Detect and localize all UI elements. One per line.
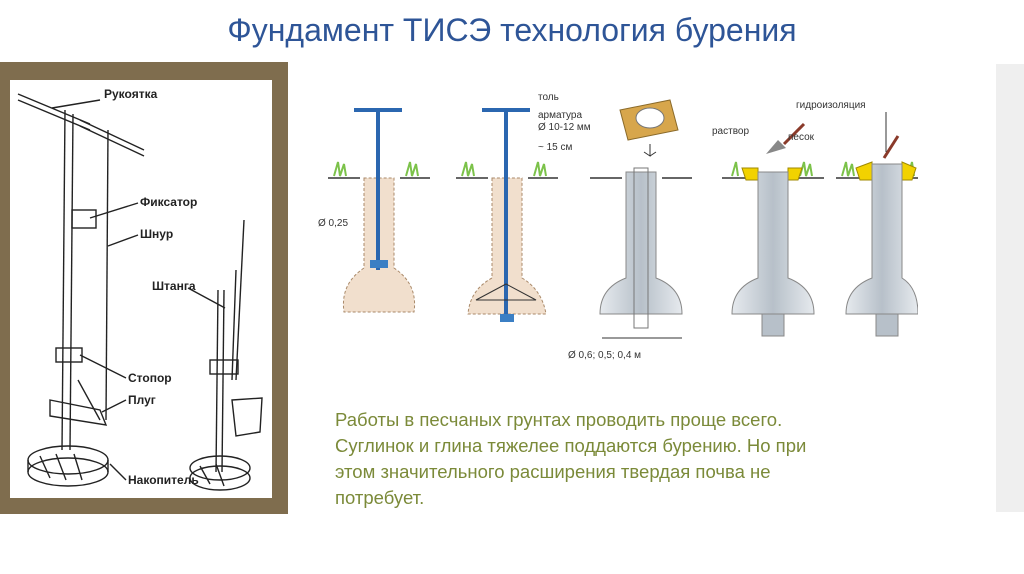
label-roofing: толь xyxy=(538,92,559,103)
drilling-steps-drawing: Ø 0,25 толь арматура Ø 10-12 мм ~ 15 см xyxy=(318,92,919,361)
caption-line: Суглинок и глина тяжелее поддаются бурен… xyxy=(335,435,807,456)
label-rebar-line1: арматура xyxy=(538,110,582,121)
step-3-formwork: толь арматура Ø 10-12 мм ~ 15 см Ø 0,6; … xyxy=(538,92,692,361)
caption-line: этом значительного расширения твердая по… xyxy=(335,461,771,482)
label-rod: Штанга xyxy=(152,279,196,293)
label-mortar: раствор xyxy=(712,126,749,137)
step-5-waterproofing: гидроизоляция xyxy=(796,100,919,337)
tool-illustration-frame: Рукоятка Фиксатор Шнур Штанга Стопор Плу… xyxy=(0,62,288,514)
tool-illustration: Рукоятка Фиксатор Шнур Штанга Стопор Плу… xyxy=(10,80,272,498)
label-diameter-shaft: Ø 0,25 xyxy=(318,218,348,229)
label-plow: Плуг xyxy=(128,393,156,407)
page-title: Фундамент ТИСЭ технология бурения xyxy=(227,12,797,48)
label-offset: ~ 15 см xyxy=(538,142,573,153)
label-waterproofing: гидроизоляция xyxy=(796,100,866,111)
label-collector: Накопитель xyxy=(128,473,199,487)
right-edge-bar xyxy=(996,64,1024,512)
step-4-pouring: раствор песок xyxy=(712,122,824,337)
label-rebar-line2: Ø 10-12 мм xyxy=(538,122,591,133)
label-cord: Шнур xyxy=(140,227,173,241)
label-lock: Фиксатор xyxy=(140,195,197,209)
label-base-diameters: Ø 0,6; 0,5; 0,4 м xyxy=(568,350,641,361)
step-2-widening xyxy=(456,108,558,322)
tise-drill-drawing: Рукоятка Фиксатор Шнур Штанга Стопор Плу… xyxy=(17,87,263,491)
label-handle: Рукоятка xyxy=(104,87,158,101)
step-1-drilling: Ø 0,25 xyxy=(318,108,430,313)
label-stopper: Стопор xyxy=(128,371,172,385)
caption-line: потребует. xyxy=(335,487,425,508)
drilling-steps-illustration: Ø 0,25 толь арматура Ø 10-12 мм ~ 15 см xyxy=(318,88,919,383)
label-sand: песок xyxy=(788,132,815,143)
caption-text: Работы в песчаных грунтах проводить прощ… xyxy=(335,407,935,511)
caption-line: Работы в песчаных грунтах проводить прощ… xyxy=(335,409,783,430)
